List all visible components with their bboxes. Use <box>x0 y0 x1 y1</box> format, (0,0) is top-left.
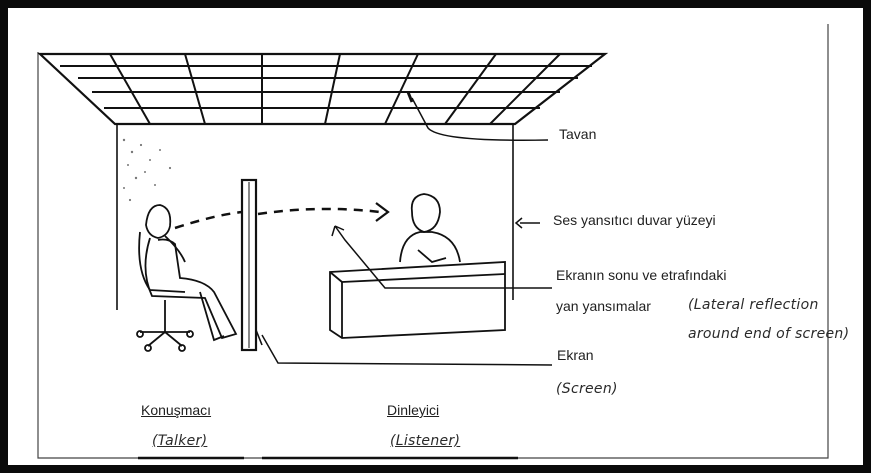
listener-desk <box>329 261 506 339</box>
listener-figure <box>399 193 461 263</box>
listener-label-en: (Listener) <box>390 433 461 449</box>
screen-end-label-line2: yan yansımalar <box>556 298 651 314</box>
talker-label-en: (Talker) <box>152 433 208 449</box>
screen-end-label-line1: Ekranın sonu ve etrafındaki <box>556 267 727 283</box>
sound-arrow-head <box>375 202 390 222</box>
reflection-leader <box>334 225 552 289</box>
wall-texture <box>122 138 172 202</box>
screen-label: Ekran <box>557 347 594 363</box>
screen-end-label-en-line2: around end of screen) <box>688 326 850 342</box>
screen-panel <box>240 178 258 352</box>
listener-label: Dinleyici <box>387 402 440 418</box>
wall-label: Ses yansıtıcı duvar yüzeyi <box>553 212 716 228</box>
talker-figure <box>144 204 238 342</box>
ceiling-grid <box>37 52 609 126</box>
screen-leader <box>261 334 553 366</box>
screen-label-en: (Screen) <box>556 381 618 397</box>
ceiling-label: Tavan <box>559 126 597 142</box>
direct-sound-path <box>174 210 243 230</box>
talker-label: Konuşmacı <box>141 402 212 418</box>
screen-end-label-en-line1: (Lateral reflection <box>688 297 819 313</box>
ceiling-leader <box>411 97 549 141</box>
reflected-sound-path <box>257 207 381 216</box>
talker-chair <box>136 231 194 352</box>
